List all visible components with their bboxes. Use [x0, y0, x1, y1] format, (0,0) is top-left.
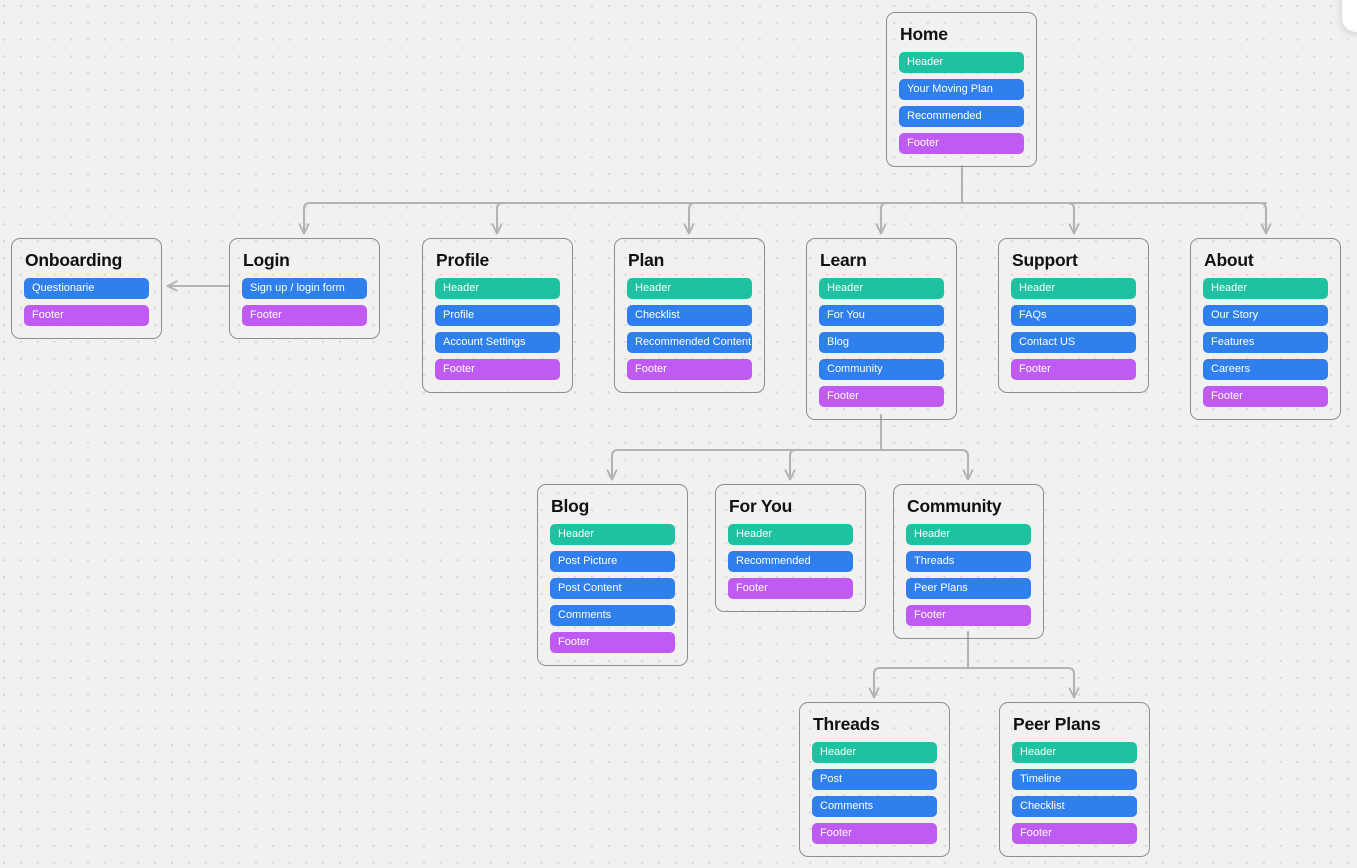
node-item-login-sign-up-login-form[interactable]: Sign up / login form: [242, 278, 367, 299]
node-item-profile-header[interactable]: Header: [435, 278, 560, 299]
edge-community-to-threads: [874, 666, 970, 697]
node-title-peer-plans: Peer Plans: [1013, 714, 1101, 734]
node-title-onboarding: Onboarding: [25, 250, 123, 270]
node-item-for-you-footer[interactable]: Footer: [728, 578, 853, 599]
node-item-support-header[interactable]: Header: [1011, 278, 1136, 299]
node-item-threads-footer[interactable]: Footer: [812, 823, 937, 844]
edge-home-to-login: [497, 201, 964, 233]
node-item-blog-header[interactable]: Header: [550, 524, 675, 545]
node-item-for-you-recommended[interactable]: Recommended: [728, 551, 853, 572]
node-item-plan-footer[interactable]: Footer: [627, 359, 752, 380]
floating-panel-corner[interactable]: [1342, 0, 1357, 32]
node-item-peer-plans-header[interactable]: Header: [1012, 742, 1137, 763]
node-title-blog: Blog: [551, 496, 590, 516]
node-item-home-recommended[interactable]: Recommended: [899, 106, 1024, 127]
edge-home-to-learn: [960, 201, 1074, 233]
node-item-profile-account-settings[interactable]: Account Settings: [435, 332, 560, 353]
node-item-about-header[interactable]: Header: [1203, 278, 1328, 299]
edge-learn-to-blog: [612, 448, 883, 479]
edge-community-to-peer-plans: [966, 666, 1074, 697]
node-item-community-header[interactable]: Header: [906, 524, 1031, 545]
node-item-about-footer[interactable]: Footer: [1203, 386, 1328, 407]
node-item-support-faqs[interactable]: FAQs: [1011, 305, 1136, 326]
node-item-plan-checklist[interactable]: Checklist: [627, 305, 752, 326]
node-item-threads-post[interactable]: Post: [812, 769, 937, 790]
node-title-for-you: For You: [729, 496, 793, 516]
node-item-learn-footer[interactable]: Footer: [819, 386, 944, 407]
node-title-learn: Learn: [820, 250, 867, 270]
node-item-learn-blog[interactable]: Blog: [819, 332, 944, 353]
node-item-home-your-moving-plan[interactable]: Your Moving Plan: [899, 79, 1024, 100]
node-item-profile-profile[interactable]: Profile: [435, 305, 560, 326]
node-item-learn-header[interactable]: Header: [819, 278, 944, 299]
edge-home-to-onboarding: [304, 201, 964, 233]
node-item-threads-comments[interactable]: Comments: [812, 796, 937, 817]
node-item-for-you-header[interactable]: Header: [728, 524, 853, 545]
node-item-blog-footer[interactable]: Footer: [550, 632, 675, 653]
node-item-onboarding-footer[interactable]: Footer: [24, 305, 149, 326]
node-item-home-header[interactable]: Header: [899, 52, 1024, 73]
edge-home-to-profile: [689, 201, 964, 233]
node-title-home: Home: [900, 24, 948, 44]
node-title-support: Support: [1012, 250, 1078, 270]
node-item-blog-post-content[interactable]: Post Content: [550, 578, 675, 599]
edge-learn-to-community: [879, 448, 968, 479]
edge-home-to-plan: [881, 201, 964, 233]
node-title-profile: Profile: [436, 250, 490, 270]
node-item-about-features[interactable]: Features: [1203, 332, 1328, 353]
node-item-community-footer[interactable]: Footer: [906, 605, 1031, 626]
node-item-community-threads[interactable]: Threads: [906, 551, 1031, 572]
node-title-threads: Threads: [813, 714, 880, 734]
node-title-login: Login: [243, 250, 290, 270]
node-item-login-footer[interactable]: Footer: [242, 305, 367, 326]
node-item-learn-community[interactable]: Community: [819, 359, 944, 380]
node-item-peer-plans-footer[interactable]: Footer: [1012, 823, 1137, 844]
node-item-onboarding-questionarie[interactable]: Questionarie: [24, 278, 149, 299]
node-item-threads-header[interactable]: Header: [812, 742, 937, 763]
node-title-community: Community: [907, 496, 1002, 516]
node-item-support-footer[interactable]: Footer: [1011, 359, 1136, 380]
node-item-profile-footer[interactable]: Footer: [435, 359, 560, 380]
node-item-peer-plans-timeline[interactable]: Timeline: [1012, 769, 1137, 790]
node-item-learn-for-you[interactable]: For You: [819, 305, 944, 326]
node-item-community-peer-plans[interactable]: Peer Plans: [906, 578, 1031, 599]
node-item-peer-plans-checklist[interactable]: Checklist: [1012, 796, 1137, 817]
node-item-blog-comments[interactable]: Comments: [550, 605, 675, 626]
node-item-home-footer[interactable]: Footer: [899, 133, 1024, 154]
node-item-plan-header[interactable]: Header: [627, 278, 752, 299]
node-item-about-careers[interactable]: Careers: [1203, 359, 1328, 380]
edge-learn-to-for-you: [790, 448, 883, 479]
node-item-about-our-story[interactable]: Our Story: [1203, 305, 1328, 326]
node-title-about: About: [1204, 250, 1254, 270]
node-item-support-contact-us[interactable]: Contact US: [1011, 332, 1136, 353]
node-item-blog-post-picture[interactable]: Post Picture: [550, 551, 675, 572]
node-title-plan: Plan: [628, 250, 665, 270]
node-item-plan-recommended-content[interactable]: Recommended Content: [627, 332, 752, 353]
edge-home-to-support: [960, 201, 1266, 233]
